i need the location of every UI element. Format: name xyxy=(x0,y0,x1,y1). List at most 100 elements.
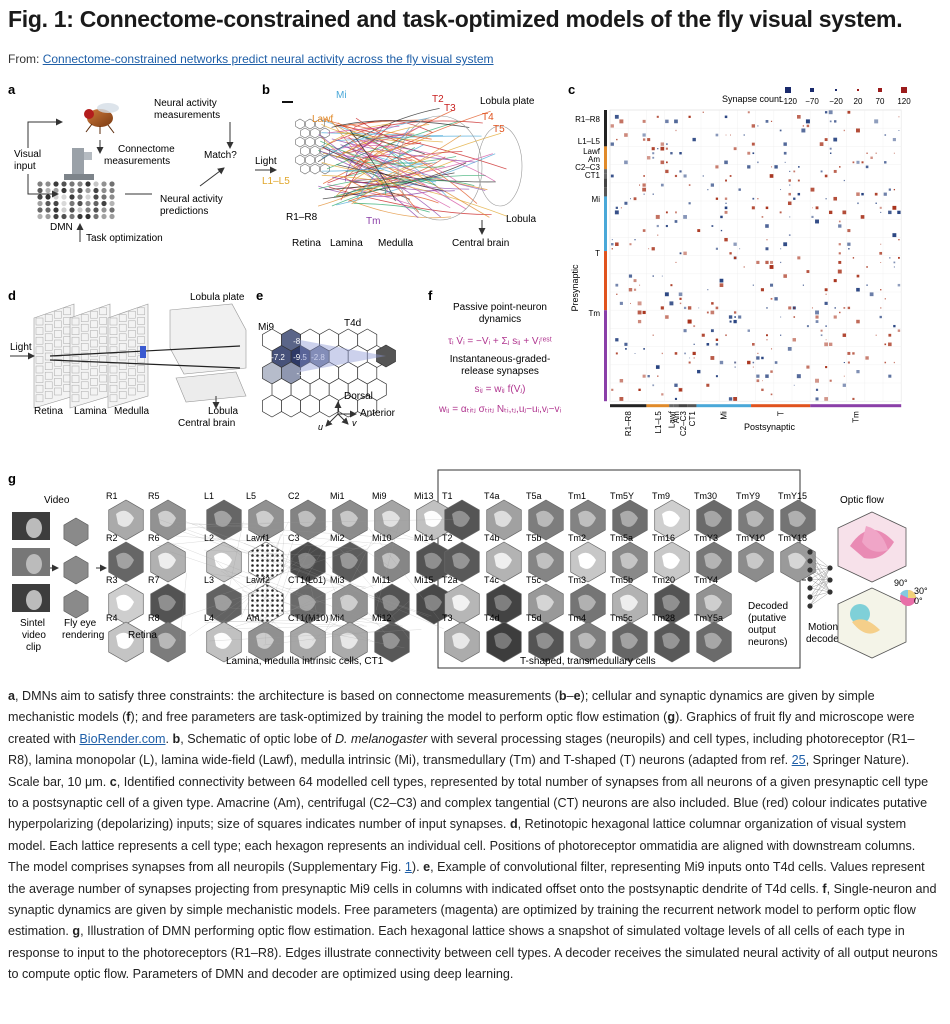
matrix-cell xyxy=(643,375,646,378)
matrix-cell xyxy=(675,352,678,355)
cell-type-label: R4 xyxy=(106,613,118,623)
matrix-cell xyxy=(866,166,869,169)
matrix-cell xyxy=(657,148,658,149)
matrix-cell xyxy=(694,357,695,358)
matrix-cell xyxy=(876,335,877,336)
matrix-cell xyxy=(629,243,631,245)
biorender-link[interactable]: BioRender.com xyxy=(79,732,165,746)
matrix-cell xyxy=(720,283,724,287)
fruit-fly-icon xyxy=(84,103,119,134)
matrix-cell xyxy=(689,362,691,364)
dmn-node xyxy=(69,207,74,212)
ref-25-link[interactable]: 25 xyxy=(792,753,806,767)
dmn-node xyxy=(61,181,66,186)
legend-swatch xyxy=(857,89,859,91)
optic-flow-label: Optic flow xyxy=(840,495,885,506)
matrix-cell xyxy=(794,307,795,308)
matrix-cell xyxy=(811,216,813,218)
cell-label-t2: T2 xyxy=(432,94,444,105)
matrix-cell xyxy=(612,239,613,240)
matrix-cell xyxy=(648,248,649,249)
matrix-cell xyxy=(665,120,668,123)
dmn-node xyxy=(77,207,82,212)
matrix-cell xyxy=(752,198,754,200)
matrix-cell xyxy=(793,316,795,318)
filter-value: -7.2 xyxy=(271,353,285,362)
angle-30: 30° xyxy=(914,586,928,596)
matrix-cell xyxy=(780,189,781,190)
matrix-cell xyxy=(647,138,650,141)
matrix-cell xyxy=(688,306,691,309)
matrix-cell xyxy=(880,212,881,213)
matrix-cell xyxy=(847,243,850,246)
matrix-cell xyxy=(665,170,668,173)
decoded-line4: neurons) xyxy=(748,637,787,648)
matrix-cell xyxy=(798,166,800,168)
cell-type-label: Mi2 xyxy=(330,533,345,543)
legend-value: 120 xyxy=(897,97,911,106)
cell-type-label: TmY10 xyxy=(736,533,765,543)
matrix-cell xyxy=(634,197,637,200)
matrix-cell xyxy=(752,124,755,127)
dmn-node xyxy=(93,188,98,193)
matrix-cell xyxy=(788,202,792,206)
matrix-cell xyxy=(783,242,787,246)
caption-c-label: c xyxy=(110,775,117,789)
matrix-cell xyxy=(844,362,845,363)
dmn-node xyxy=(37,188,42,193)
cell-label-r1-r8: R1–R8 xyxy=(286,212,318,223)
connectivity-edge xyxy=(228,626,341,629)
matrix-cell xyxy=(619,397,623,401)
task-optimization-label: Task optimization xyxy=(86,233,163,244)
matrix-cell xyxy=(643,229,646,232)
dmn-node xyxy=(93,181,98,186)
cell-type-label: TmY5a xyxy=(694,613,723,623)
matrix-cell xyxy=(716,339,718,341)
matrix-cell xyxy=(725,180,727,182)
cell-label-mi: Mi xyxy=(336,90,347,101)
dmn-node xyxy=(101,214,106,219)
sintel-line1: Sintel xyxy=(20,618,45,629)
cell-type-label: R5 xyxy=(148,491,160,501)
t4d-label: T4d xyxy=(344,318,361,329)
matrix-cell xyxy=(833,138,837,142)
cell-type-label: Tm9 xyxy=(652,491,670,501)
supp-fig-link[interactable]: 1 xyxy=(405,860,412,874)
matrix-cell xyxy=(834,170,837,173)
dmn-node xyxy=(93,194,98,199)
matrix-cell xyxy=(724,238,727,241)
col-group-bar xyxy=(751,404,810,407)
synapse-count-legend-title: Synapse count xyxy=(722,94,782,104)
matrix-cell xyxy=(806,366,809,369)
matrix-cell xyxy=(652,152,654,154)
dmn-node xyxy=(53,214,58,219)
decoder-node xyxy=(807,585,812,590)
dmn-node xyxy=(45,214,50,219)
matrix-cell xyxy=(876,203,877,204)
cell-label-t4: T4 xyxy=(482,112,494,123)
article-link[interactable]: Connectome-constrained networks predict … xyxy=(43,52,494,66)
retina-label-d: Retina xyxy=(34,406,63,417)
matrix-cell xyxy=(770,174,774,178)
matrix-cell xyxy=(870,157,872,159)
matrix-cell xyxy=(652,157,654,159)
matrix-cell xyxy=(833,197,837,201)
row-group-bar xyxy=(604,146,607,169)
matrix-cell xyxy=(876,153,877,154)
neural-activity-measurements-line1: Neural activity xyxy=(154,98,217,109)
cell-type-label: R6 xyxy=(148,533,160,543)
matrix-cell xyxy=(816,320,819,323)
matrix-cell xyxy=(669,301,673,305)
fly-eye-line1: Fly eye xyxy=(64,618,97,629)
matrix-cell xyxy=(657,225,659,227)
matrix-cell xyxy=(766,307,768,309)
region-central-brain: Central brain xyxy=(452,238,509,249)
matrix-cell xyxy=(615,242,619,246)
matrix-cell xyxy=(625,348,627,350)
retina-ommatidium xyxy=(311,128,320,138)
decoded-line3: output xyxy=(748,625,776,636)
decoder-node xyxy=(827,589,832,594)
sintel-line3: clip xyxy=(26,642,41,653)
dmn-node xyxy=(85,207,90,212)
matrix-cell xyxy=(679,298,681,300)
